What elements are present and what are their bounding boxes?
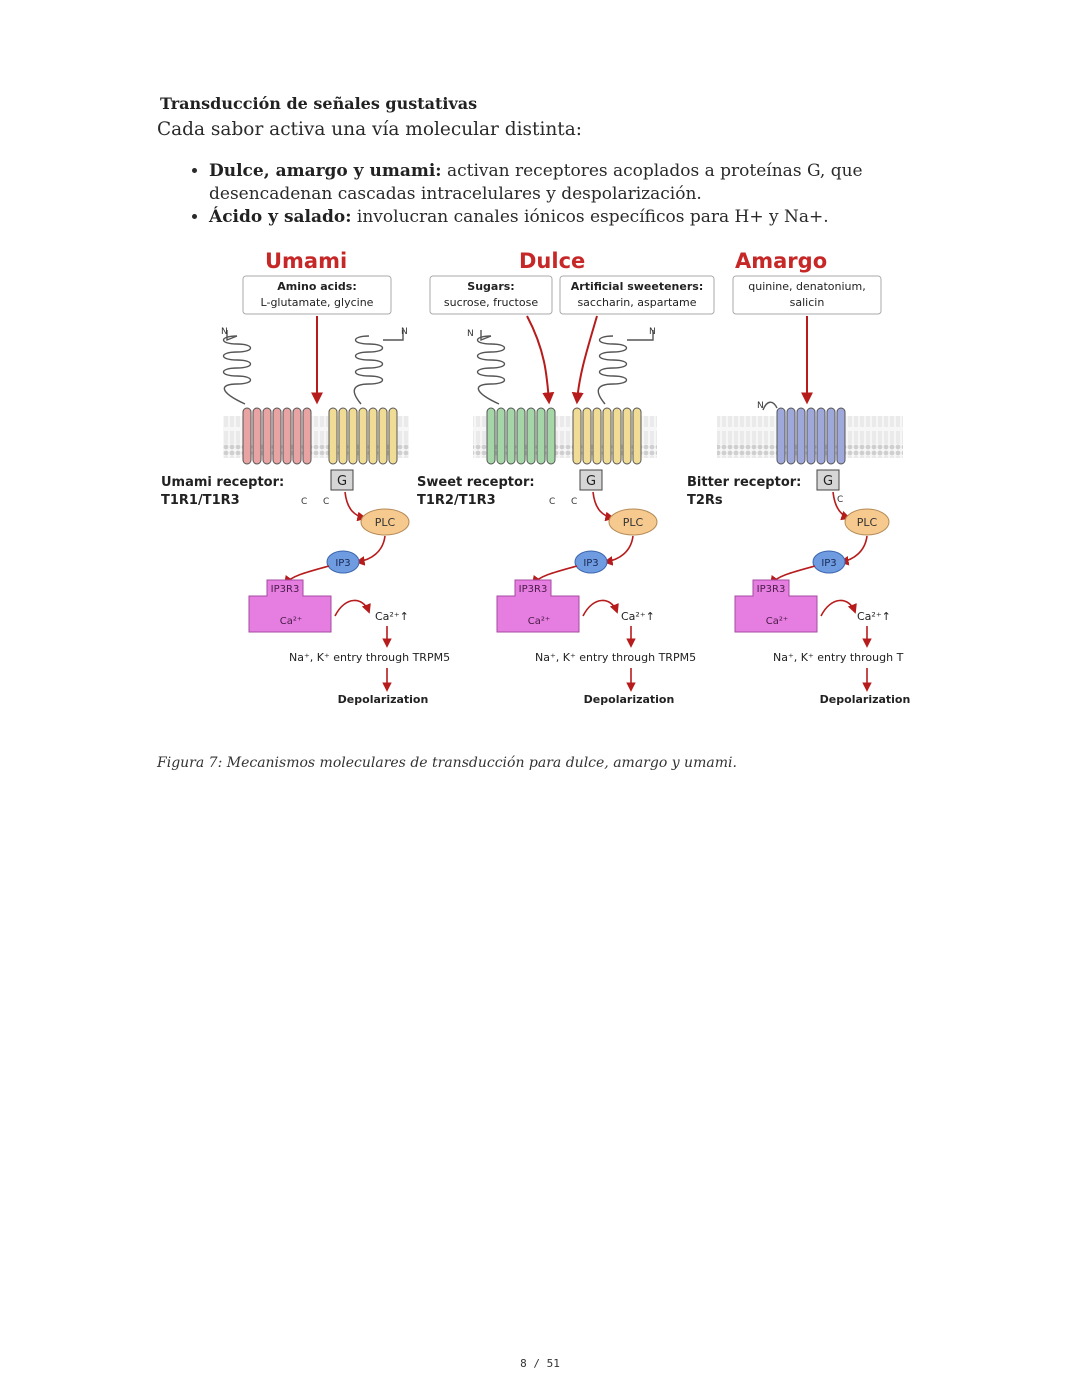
depolarization-label: Depolarization [820, 693, 911, 706]
receptor-label: Sweet receptor: [417, 475, 535, 490]
ligand-line: sucrose, fructose [444, 296, 538, 309]
trpm5-entry: Na⁺, K⁺ entry through TRPM5 [289, 651, 450, 664]
figure-7: Umami Dulce Amargo Amino acids: L-glutam… [157, 240, 919, 725]
t1r1-subunit [242, 407, 312, 465]
figure-caption: Figura 7: Mecanismos moleculares de tran… [157, 755, 737, 771]
bullet-text: activan receptores acoplados a proteínas… [209, 161, 863, 204]
c-terminus: C [571, 497, 577, 507]
receptor-name: T1R1/T1R3 [161, 493, 240, 508]
bullet-bold: Dulce, amargo y umami: [209, 161, 442, 181]
receptor-name: T1R2/T1R3 [417, 493, 496, 508]
calcium-rise: Ca²⁺↑ [621, 610, 655, 623]
t1r3-subunit [572, 407, 642, 465]
plc-enzyme: PLC [608, 508, 658, 536]
calcium-rise: Ca²⁺↑ [857, 610, 891, 623]
bullet-item: Dulce, amargo y umami: activan receptore… [209, 160, 969, 206]
svg-text:PLC: PLC [857, 516, 878, 529]
ip3-molecule: IP3 [812, 550, 846, 574]
receptor-name: T2Rs [687, 493, 723, 508]
c-terminus: C [837, 495, 843, 505]
n-terminus: N [757, 401, 764, 411]
bullet-item: Ácido y salado: involucran canales iónic… [209, 206, 969, 229]
bullet-text: involucran canales iónicos específicos p… [351, 207, 829, 227]
t1r2-subunit [486, 407, 556, 465]
g-protein: G [330, 469, 354, 491]
svg-text:IP3: IP3 [821, 558, 836, 569]
ip3r3-channel: IP3R3 Ca²⁺ [734, 579, 818, 633]
receptor-label: Umami receptor: [161, 475, 284, 490]
ligand-line: L-glutamate, glycine [261, 296, 374, 309]
plc-enzyme: PLC [844, 508, 890, 536]
ip3-molecule: IP3 [574, 550, 608, 574]
ligand-box-bitter: quinine, denatonium, salicin [732, 275, 882, 315]
svg-text:PLC: PLC [375, 516, 396, 529]
trpm5-entry: Na⁺, K⁺ entry through T [773, 651, 904, 664]
ligand-line: saccharin, aspartame [577, 296, 696, 309]
svg-text:Ca²⁺: Ca²⁺ [528, 616, 550, 627]
depolarization-label: Depolarization [584, 693, 675, 706]
intro-text: Cada sabor activa una vía molecular dist… [157, 119, 582, 140]
calcium-rise: Ca²⁺↑ [375, 610, 409, 623]
svg-text:IP3R3: IP3R3 [271, 584, 300, 595]
ip3r3-channel: IP3R3 Ca²⁺ [496, 579, 580, 633]
svg-text:IP3: IP3 [583, 558, 598, 569]
t1r3-subunit [328, 407, 398, 465]
c-terminus: C [323, 497, 329, 507]
svg-text:G: G [823, 474, 833, 489]
bullet-list: Dulce, amargo y umami: activan receptore… [157, 160, 969, 229]
g-protein: G [579, 469, 603, 491]
page-number: 8 / 51 [520, 1357, 560, 1370]
c-terminus: C [301, 497, 307, 507]
panel-title-umami: Umami [265, 249, 347, 273]
ligand-arrow [526, 315, 555, 405]
ligand-box-umami: Amino acids: L-glutamate, glycine [242, 275, 392, 315]
n-terminus: N [649, 327, 656, 337]
panel-title-amargo: Amargo [735, 249, 827, 273]
svg-text:G: G [586, 474, 596, 489]
n-terminus: N [401, 327, 408, 337]
t2r-subunit [776, 407, 846, 465]
g-protein: G [816, 469, 840, 491]
svg-text:Ca²⁺: Ca²⁺ [766, 616, 788, 627]
ligand-heading: Artificial sweeteners: [571, 280, 703, 293]
ip3r3-channel: IP3R3 Ca²⁺ [248, 579, 332, 633]
svg-text:IP3R3: IP3R3 [757, 584, 786, 595]
extracellular-domain [222, 330, 778, 411]
ip3-molecule: IP3 [326, 550, 360, 574]
section-heading: Transducción de señales gustativas [160, 94, 478, 113]
taste-transduction-diagram: Umami Dulce Amargo Amino acids: L-glutam… [161, 249, 911, 706]
n-terminus: N [467, 329, 474, 339]
svg-text:PLC: PLC [623, 516, 644, 529]
svg-text:IP3: IP3 [335, 558, 350, 569]
panel-title-dulce: Dulce [519, 249, 585, 273]
ligand-box-sweeteners: Artificial sweeteners: saccharin, aspart… [559, 275, 715, 315]
ligand-heading: Sugars: [467, 280, 514, 293]
trpm5-entry: Na⁺, K⁺ entry through TRPM5 [535, 651, 696, 664]
receptor-label: Bitter receptor: [687, 475, 801, 490]
ligand-box-sugars: Sugars: sucrose, fructose [429, 275, 553, 315]
svg-text:IP3R3: IP3R3 [519, 584, 548, 595]
ligand-line-2: salicin [790, 296, 825, 309]
svg-text:Ca²⁺: Ca²⁺ [280, 616, 302, 627]
ligand-heading: Amino acids: [277, 280, 357, 293]
c-terminus: C [549, 497, 555, 507]
ligand-arrow [571, 315, 598, 405]
plc-enzyme: PLC [360, 508, 410, 536]
depolarization-label: Depolarization [338, 693, 429, 706]
ligand-line-1: quinine, denatonium, [748, 280, 866, 293]
bullet-bold: Ácido y salado: [209, 207, 352, 227]
n-terminus: N [221, 327, 228, 337]
svg-text:G: G [337, 474, 347, 489]
